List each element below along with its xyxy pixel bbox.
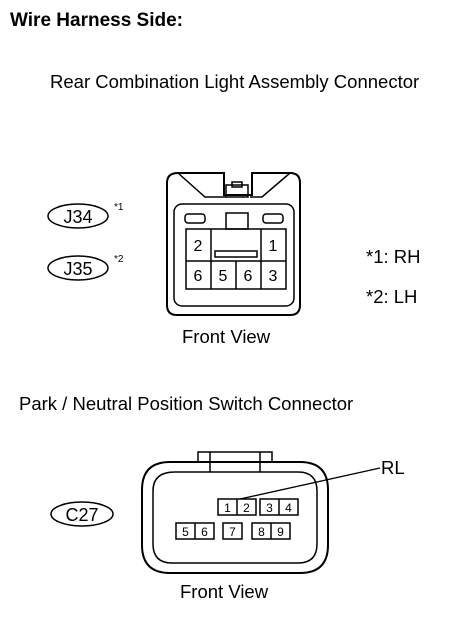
tag-c27: C27: [65, 505, 98, 525]
pin-label: 6: [201, 525, 208, 539]
pin-label: 9: [277, 525, 284, 539]
pin-label: 2: [194, 238, 203, 255]
tag-j34: J34: [63, 207, 92, 227]
connector2-housing: [141, 461, 329, 574]
connector2-inner: [152, 471, 318, 564]
connector2-pin-block: [222, 522, 243, 540]
tag-j34-note-ref: *1: [114, 202, 124, 213]
tag-oval: [47, 203, 109, 229]
connector2-view-label: Front View: [180, 581, 269, 602]
page-title: Wire Harness Side:: [10, 10, 184, 31]
pin-label: 6: [244, 268, 253, 285]
pin-label: 1: [269, 238, 278, 255]
connector1-title: Rear Combination Light Assembly Connecto…: [50, 71, 420, 92]
connector2-drawing: 1 2 3 4 5 6 7 8 9: [141, 451, 381, 574]
connector1-slot-left: [184, 213, 206, 224]
note-lh: *2: LH: [366, 286, 418, 307]
pin-label: 6: [194, 268, 203, 285]
tag-oval: [47, 255, 109, 281]
rl-callout-label: RL: [381, 457, 405, 478]
tag-oval: [50, 501, 114, 527]
connector1-inner: [173, 203, 295, 307]
connector1-slot-center: [225, 212, 249, 230]
connector1-slot-right: [262, 213, 284, 224]
connector1-tags: J34 *1 J35 *2: [47, 202, 124, 281]
tag-j35: J35: [63, 259, 92, 279]
pin-label: 3: [269, 268, 278, 285]
connector1-notch-right: [250, 172, 291, 198]
note-rh: *1: RH: [366, 246, 421, 267]
connector2-latch: [197, 451, 273, 462]
connector2-tag: C27: [50, 501, 114, 527]
pin-label: 3: [266, 501, 273, 515]
connector1-housing: [166, 172, 301, 316]
connector1-drawing: 2 1 6 5 6 3: [166, 172, 301, 316]
connector1-key: [214, 250, 258, 258]
connector1-latch-tab: [231, 181, 243, 188]
connector1-view-label: Front View: [182, 326, 271, 347]
pin-label: 1: [224, 501, 231, 515]
connector1-notch-left: [177, 172, 226, 198]
pin-label: 5: [182, 525, 189, 539]
pin-label: 2: [243, 501, 250, 515]
connector2-title: Park / Neutral Position Switch Connector: [19, 393, 354, 414]
tag-j35-note-ref: *2: [114, 254, 124, 265]
pin-label: 5: [219, 268, 228, 285]
pin-label: 4: [285, 501, 292, 515]
connector1-latch: [225, 184, 249, 198]
rl-leader-line: [239, 467, 381, 500]
pin-label: 8: [258, 525, 265, 539]
pin-label: 7: [229, 525, 236, 539]
